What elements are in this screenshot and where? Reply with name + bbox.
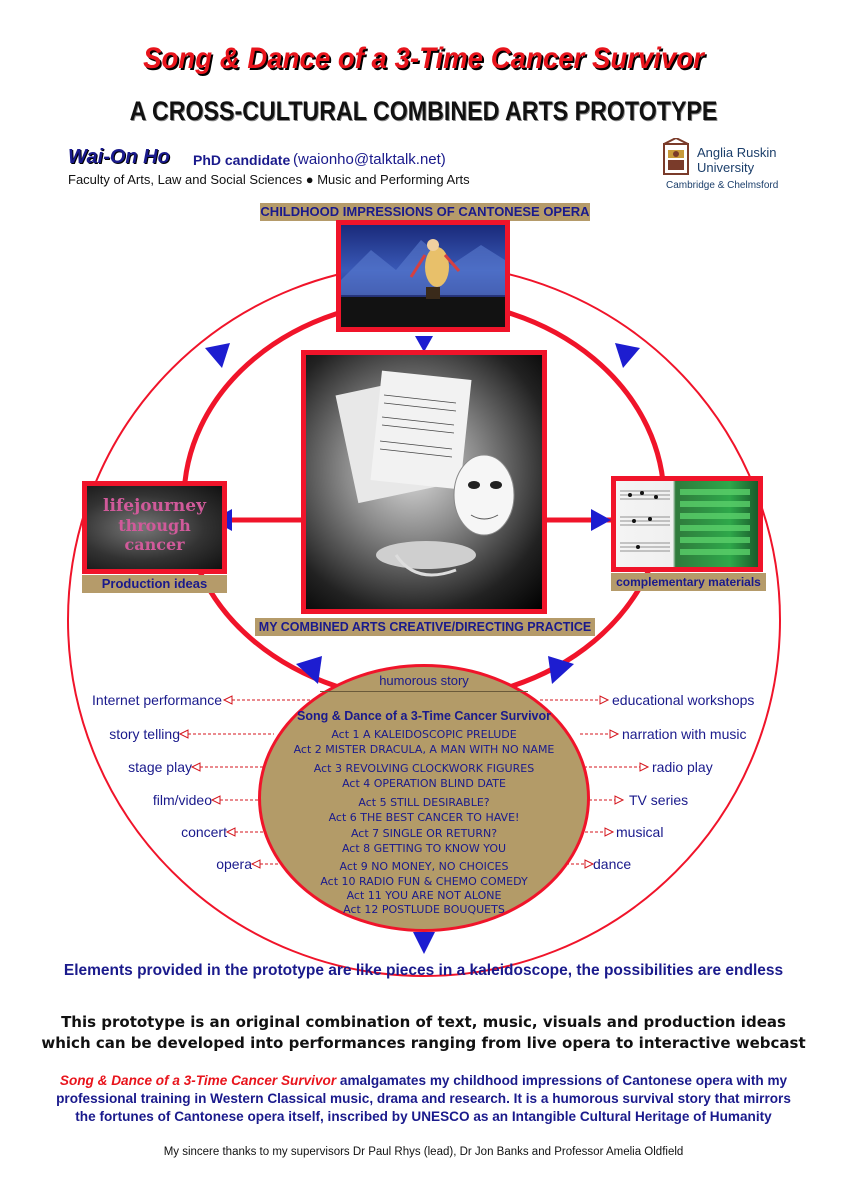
author-email: (waionho@talktalk.net)	[293, 151, 446, 168]
arrow-lower-left	[296, 656, 322, 684]
output-opera: opera	[216, 856, 252, 872]
output-concert: concert	[181, 824, 227, 840]
lifejourney-photo: lifejourney through cancer	[82, 481, 227, 574]
author-role: PhD candidate	[193, 152, 291, 168]
act-12: Act 12 POSTLUDE BOUQUETS	[343, 903, 505, 916]
mask-and-score-icon	[335, 370, 515, 577]
act-10: Act 10 RADIO FUN & CHEMO COMEDY	[320, 875, 528, 888]
faculty-line: Faculty of Arts, Law and Social Sciences…	[68, 172, 470, 187]
output-film-video: film/video	[152, 792, 212, 808]
poster-subtitle: A CROSS-CULTURAL COMBINED ARTS PROTOTYPE	[129, 96, 718, 126]
output-stage-play: stage play	[128, 759, 192, 775]
act-9: Act 9 NO MONEY, NO CHOICES	[339, 860, 509, 873]
acknowledgements: My sincere thanks to my supervisors Dr P…	[163, 1146, 684, 1158]
arrow-left-upper	[205, 343, 230, 368]
complementary-materials-photo	[611, 476, 763, 572]
output-radio-play: radio play	[652, 759, 713, 775]
combined-arts-practice-photo	[301, 350, 547, 614]
opera-performer-icon	[341, 239, 505, 327]
university-crest-icon	[663, 138, 689, 175]
label-production-ideas: Production ideas	[82, 575, 227, 593]
author-name: Wai-On Ho	[68, 146, 170, 168]
output-tv-series: TV series	[629, 792, 689, 808]
arrow-right-upper	[615, 343, 640, 368]
oval-divider	[320, 691, 528, 692]
arrow-right-mid	[591, 509, 611, 531]
act-7: Act 7 SINGLE OR RETURN?	[350, 827, 498, 840]
label-complementary-materials: complementary materials	[611, 573, 766, 591]
act-1: Act 1 A KALEIDOSCOPIC PRELUDE	[331, 728, 517, 741]
output-educational-workshops: educational workshops	[612, 692, 755, 708]
output-narration-with-music: narration with music	[622, 726, 747, 742]
output-dance: dance	[593, 856, 632, 872]
kaleidoscope-statement: Elements provided in the prototype are l…	[63, 962, 784, 979]
arrow-bottom	[413, 932, 435, 954]
lifejourney-text-1: lifejourney	[103, 496, 206, 516]
cantonese-opera-photo	[336, 220, 510, 332]
act-5: Act 5 STILL DESIRABLE?	[358, 796, 490, 809]
university-campus: Cambridge & Chelmsford	[666, 180, 779, 191]
university-name: Anglia Ruskin University	[697, 145, 777, 175]
acts-oval	[258, 664, 590, 932]
arrow-down-top	[415, 336, 433, 352]
lifejourney-text-2: through cancer	[118, 516, 191, 554]
summary-title: Song & Dance of a 3-Time Cancer Survivor	[59, 1073, 337, 1088]
project-summary: Song & Dance of a 3-Time Cancer Survivor…	[56, 1073, 791, 1124]
output-internet-performance: Internet performance	[92, 692, 222, 708]
oval-title: Song & Dance of a 3-Time Cancer Survivor	[296, 709, 551, 723]
act-6: Act 6 THE BEST CANCER TO HAVE!	[328, 811, 520, 824]
poster-title: Song & Dance of a 3-Time Cancer Survivor	[143, 42, 704, 75]
oval-header: humorous story	[379, 673, 469, 688]
act-11: Act 11 YOU ARE NOT ALONE	[346, 889, 502, 902]
act-2: Act 2 MISTER DRACULA, A MAN WITH NO NAME	[293, 743, 555, 756]
prototype-description: This prototype is an original combinatio…	[41, 1013, 806, 1052]
arrow-lower-right	[548, 656, 574, 684]
output-story-telling: story telling	[109, 726, 180, 742]
music-software-icon	[620, 489, 750, 555]
act-4: Act 4 OPERATION BLIND DATE	[342, 777, 506, 790]
act-8: Act 8 GETTING TO KNOW YOU	[341, 842, 507, 855]
output-musical: musical	[616, 824, 664, 840]
label-childhood-opera: CHILDHOOD IMPRESSIONS OF CANTONESE OPERA	[260, 203, 590, 221]
label-creative-practice: MY COMBINED ARTS CREATIVE/DIRECTING PRAC…	[255, 618, 595, 636]
act-3: Act 3 REVOLVING CLOCKWORK FIGURES	[313, 762, 535, 775]
